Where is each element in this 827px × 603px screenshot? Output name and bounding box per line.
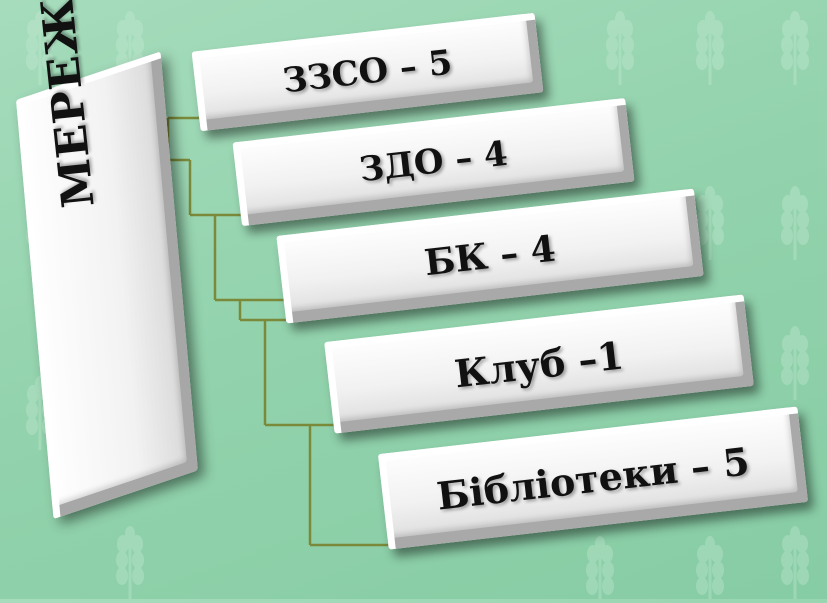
item-label-zdo: ЗДО – 4 bbox=[357, 134, 509, 191]
item-label-bk: БК – 4 bbox=[422, 228, 558, 285]
item-label-libraries: Бібліотеки – 5 bbox=[434, 438, 751, 518]
item-label-zzso: ЗЗСО – 5 bbox=[281, 43, 454, 102]
item-label-club: Клуб –1 bbox=[452, 332, 626, 396]
